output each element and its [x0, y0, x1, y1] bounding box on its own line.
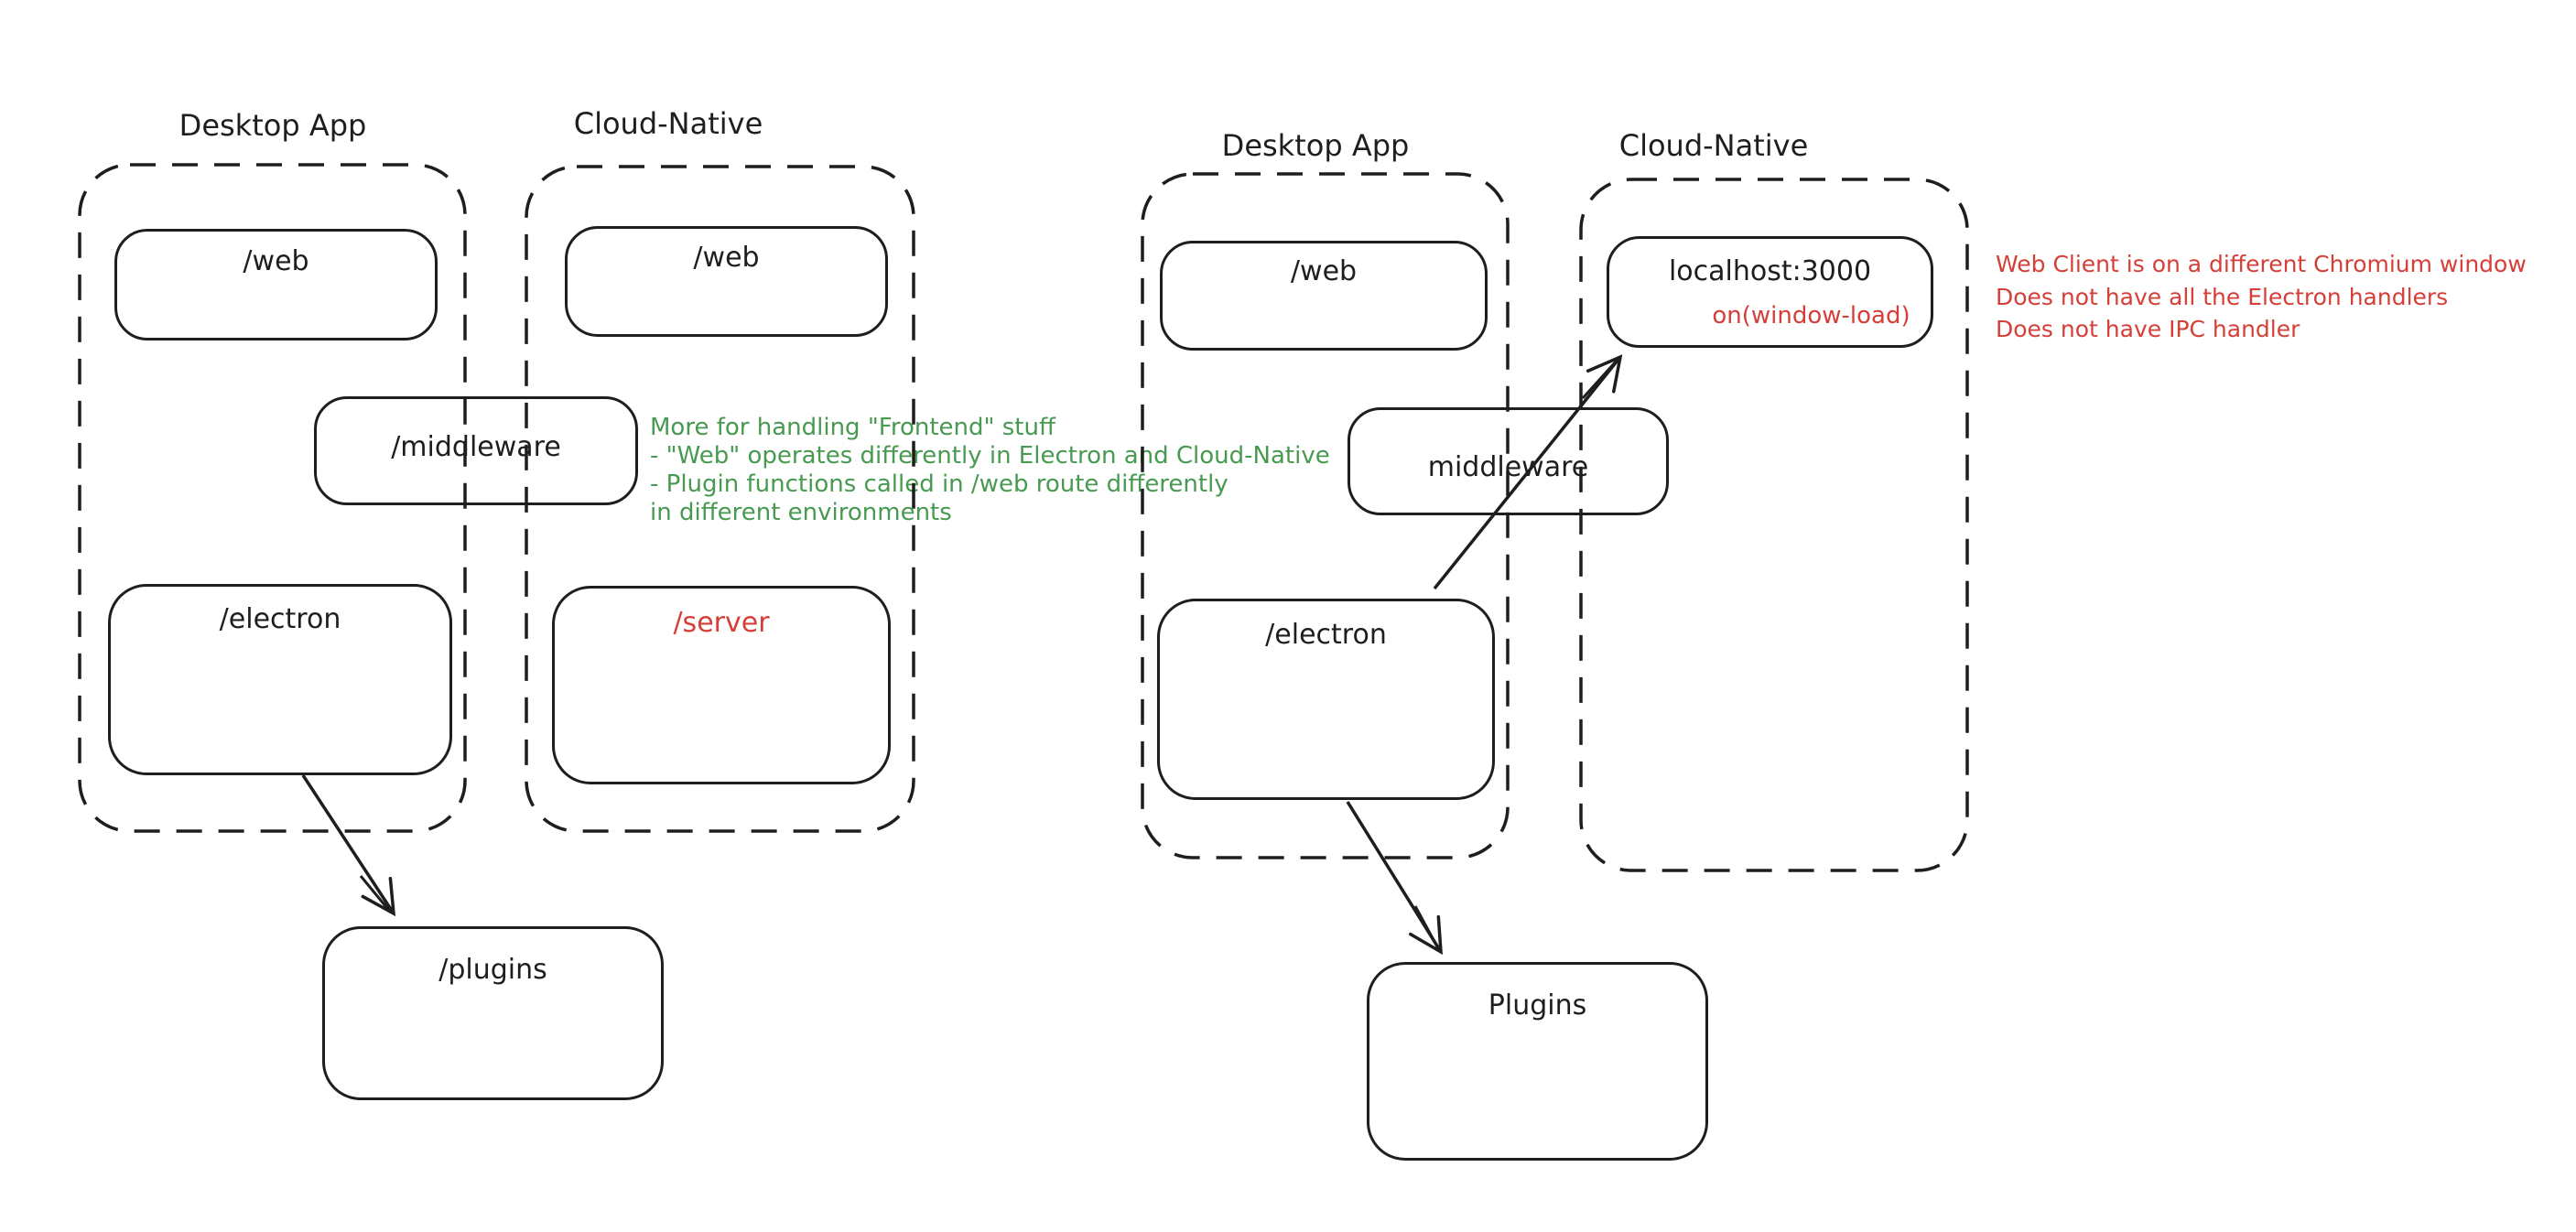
arrow-left-electron-to-plugins	[301, 774, 396, 917]
left-electron-label: /electron	[219, 603, 341, 635]
left-middleware-box: /middleware	[314, 396, 638, 505]
left-server-box: /server	[552, 586, 891, 784]
note-line: - "Web" operates differently in Electron…	[650, 442, 1330, 470]
note-line: in different environments	[650, 499, 952, 526]
arrow-right-electron-to-plugins	[1346, 801, 1443, 956]
right-desktop-app-title: Desktop App	[1221, 128, 1410, 163]
right-plugins-label: Plugins	[1488, 989, 1587, 1021]
left-electron-box: /electron	[108, 584, 452, 775]
green-annotation-note: More for handling "Frontend" stuff - "We…	[650, 414, 1330, 527]
note-line: Web Client is on a different Chromium wi…	[1996, 251, 2527, 277]
right-desktop-web-label: /web	[1290, 255, 1358, 287]
left-cloud-web-label: /web	[693, 242, 760, 274]
arrowhead-sketch-stroke	[1581, 359, 1618, 400]
right-middleware-label: middleware	[1427, 451, 1589, 483]
note-line: Does not have all the Electron handlers	[1996, 283, 2449, 310]
left-server-label: /server	[673, 607, 770, 639]
left-desktop-web-box: /web	[114, 229, 438, 340]
right-electron-box: /electron	[1157, 599, 1495, 800]
left-desktop-app-title: Desktop App	[179, 108, 367, 143]
right-middleware-box: middleware	[1348, 407, 1669, 515]
right-plugins-box: Plugins	[1367, 962, 1708, 1161]
right-cloud-native-title: Cloud-Native	[1618, 128, 1809, 163]
arrowhead-sketch-stroke	[359, 875, 393, 913]
note-line: More for handling "Frontend" stuff	[650, 414, 1055, 441]
red-annotation-note: Web Client is on a different Chromium wi…	[1996, 248, 2527, 346]
right-electron-label: /electron	[1265, 619, 1387, 651]
right-desktop-web-box: /web	[1160, 241, 1488, 351]
left-plugins-box: /plugins	[322, 926, 664, 1100]
note-line: - Plugin functions called in /web route …	[650, 470, 1228, 498]
right-window-load-label: on(window-load)	[1712, 302, 1910, 330]
left-cloud-native-title: Cloud-Native	[573, 106, 763, 141]
left-middleware-label: /middleware	[391, 431, 561, 463]
arrowhead-sketch-stroke	[1413, 905, 1441, 951]
note-line: Does not have IPC handler	[1996, 316, 2300, 342]
left-plugins-label: /plugins	[438, 954, 547, 986]
left-desktop-web-label: /web	[243, 245, 309, 277]
left-cloud-web-box: /web	[565, 226, 888, 337]
right-localhost-box: localhost:3000 on(window-load)	[1607, 236, 1933, 348]
right-localhost-label: localhost:3000	[1668, 255, 1872, 287]
